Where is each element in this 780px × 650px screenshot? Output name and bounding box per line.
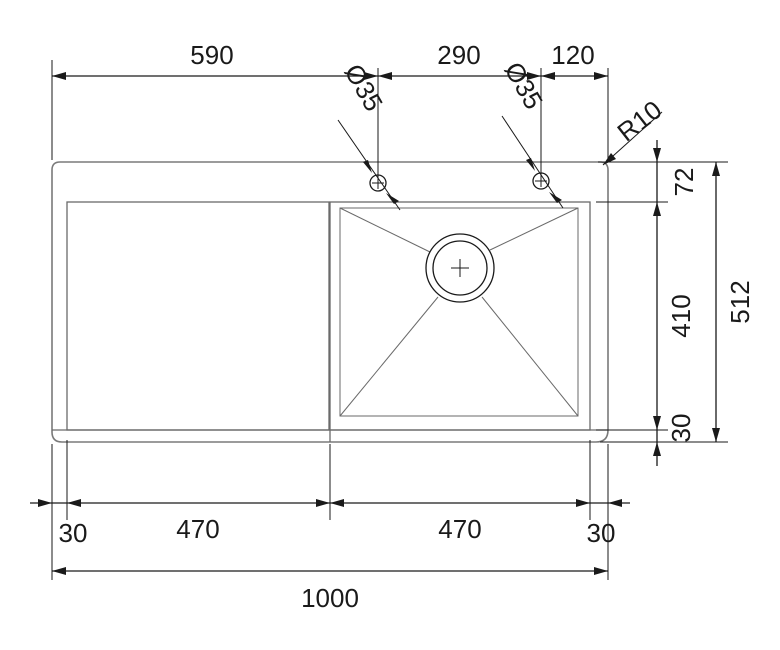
dim-bottom-drainer-470: 470	[176, 514, 219, 544]
diameter-leader-left	[337, 119, 401, 211]
dim-bottom-left-30: 30	[59, 518, 88, 548]
right-dimension-lines	[596, 140, 728, 466]
sink-bowl	[329, 201, 591, 431]
dim-bottom-bowl-470: 470	[438, 514, 481, 544]
dim-top-590: 590	[190, 40, 233, 70]
dim-top-120: 120	[551, 40, 594, 70]
dim-corner-radius: R10	[611, 94, 667, 147]
dim-hole-left-diameter: Ø35	[339, 59, 390, 117]
dim-right-72: 72	[669, 168, 699, 197]
dim-right-410: 410	[666, 294, 696, 337]
dim-overall-1000: 1000	[301, 583, 359, 613]
dim-bottom-right-30: 30	[587, 518, 616, 548]
diameter-leader-right	[501, 115, 564, 209]
bottom-dimension-lines	[30, 440, 630, 580]
drain-icon	[425, 233, 495, 303]
top-dimension-line	[51, 60, 609, 178]
dim-right-512: 512	[725, 280, 755, 323]
drainer-area	[66, 201, 330, 431]
dim-top-290: 290	[437, 40, 480, 70]
dim-right-30: 30	[666, 414, 696, 443]
